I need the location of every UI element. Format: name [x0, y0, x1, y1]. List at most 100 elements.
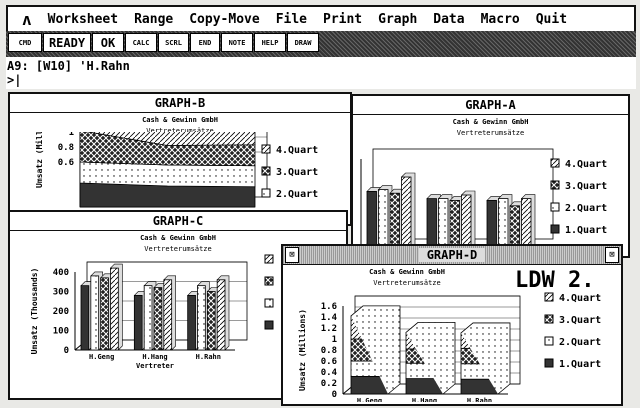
legend-swatch — [264, 298, 274, 308]
bar-1.Quart — [187, 295, 196, 351]
app-logo-icon[interactable]: ʌ — [22, 9, 32, 29]
graph-b-window[interactable]: GRAPH-B Cash & Gewinn GmbH Vertreterumsä… — [8, 92, 352, 226]
bar-4.Quart — [110, 267, 119, 351]
window-title-bar[interactable]: GRAPH-D — [283, 246, 621, 265]
chart-subtitle: Vertreterumsätze — [373, 279, 441, 287]
legend-swatch — [544, 292, 554, 302]
y-tick-label: 0 — [332, 390, 337, 400]
cell-address-line: A9: [W10] 'H.Rahn — [7, 59, 130, 73]
y-tick-label: 0.6 — [58, 158, 74, 168]
cmd-button[interactable]: CMD — [8, 33, 42, 52]
y-tick-label: 200 — [53, 307, 69, 317]
bar-3.Quart — [206, 291, 216, 351]
window-title: GRAPH-D — [418, 248, 486, 262]
menu-print[interactable]: Print — [323, 11, 363, 27]
y-tick-label: 300 — [53, 288, 69, 298]
chart-title: Cash & Gewinn GmbH — [142, 116, 218, 124]
y-tick-label: 0.2 — [321, 379, 337, 389]
menu-worksheet[interactable]: Worksheet — [47, 11, 119, 27]
window-title[interactable]: GRAPH-C — [10, 212, 346, 231]
bar-2.Quart — [378, 189, 389, 250]
bar-2.Quart — [143, 285, 153, 351]
y-axis-label: Umsatz (Thousands) — [30, 268, 39, 355]
legend-swatch — [550, 224, 560, 234]
menu-data[interactable]: Data — [433, 11, 465, 27]
chart-title: Cash & Gewinn GmbH — [452, 118, 529, 126]
legend-label: 1.Quart — [559, 359, 601, 370]
scrl-button[interactable]: SCRL — [158, 33, 189, 52]
calc-button[interactable]: CALC — [125, 33, 157, 52]
bar-4.Quart — [461, 194, 472, 250]
y-tick-label: 0.8 — [58, 143, 74, 153]
bar-3.Quart — [153, 287, 163, 351]
legend-label: 4.Quart — [559, 293, 601, 304]
chart-subtitle: Vertreterumsätze — [144, 245, 212, 253]
legend-label: 3.Quart — [565, 181, 607, 192]
chart-title: Cash & Gewinn GmbH — [369, 268, 445, 276]
legend-swatch — [550, 202, 560, 212]
y-tick-label: 1.6 — [321, 302, 337, 312]
bar-1.Quart — [486, 200, 497, 250]
help-button[interactable]: HELP — [254, 33, 286, 52]
close-box-icon[interactable]: ⊠ — [285, 247, 299, 263]
menu-copy-move[interactable]: Copy-Move — [189, 11, 260, 27]
menu-graph[interactable]: Graph — [378, 11, 418, 27]
bar-2.Quart — [498, 198, 509, 250]
legend-label: 3.Quart — [559, 315, 601, 326]
legend-label: 2.Quart — [559, 337, 601, 348]
menu-macro[interactable]: Macro — [480, 11, 520, 27]
x-tick-label: H.Hang — [142, 353, 167, 361]
window-title[interactable]: GRAPH-A — [353, 96, 628, 115]
bar-3d-side — [460, 322, 511, 395]
y-tick-label: 0.6 — [321, 357, 337, 367]
legend-label: 2.Quart — [565, 203, 607, 214]
graph-d-window[interactable]: GRAPH-D ⊠ ⊠ Cash & Gewinn GmbH Vertreter… — [281, 244, 623, 406]
y-tick-label: 1 — [69, 132, 74, 138]
ok-button[interactable]: OK — [92, 33, 124, 52]
window-title[interactable]: GRAPH-B — [10, 94, 350, 113]
legend-label: 4.Quart — [565, 159, 607, 170]
legend-swatch — [264, 320, 274, 330]
menu-quit[interactable]: Quit — [535, 11, 568, 27]
bar-1.Quart — [366, 191, 377, 250]
bar-3d-side — [350, 305, 401, 395]
bar-2.Quart — [438, 198, 449, 250]
legend-swatch — [264, 276, 274, 286]
cell-input-area[interactable]: A9: [W10] 'H.Rahn >| — [6, 57, 636, 89]
y-tick-label: 1 — [332, 335, 337, 345]
x-tick-label: H.Geng — [357, 397, 382, 402]
legend-swatch — [544, 358, 554, 368]
y-tick-label: 0 — [64, 346, 69, 356]
y-tick-label: 0.8 — [321, 346, 337, 356]
ldw-overlay-label: LDW 2. — [515, 268, 595, 293]
chart-subtitle: Vertreterumsätze — [146, 127, 214, 135]
y-tick-label: 0.4 — [321, 368, 338, 378]
graph-a-chart: 4.Quart 3.Quart 2.Quart 1.Quart — [360, 148, 607, 250]
bar-3.Quart — [389, 192, 400, 250]
graph-a-window[interactable]: GRAPH-A Cash & Gewinn GmbH Vertreterumsä… — [351, 94, 630, 258]
end-button[interactable]: END — [190, 33, 220, 52]
legend-swatch — [264, 254, 274, 264]
bar-2.Quart — [197, 285, 206, 351]
x-tick-label: H.Geng — [89, 353, 114, 361]
bar-4.Quart — [401, 176, 412, 250]
menu-range[interactable]: Range — [134, 11, 174, 27]
draw-button[interactable]: DRAW — [287, 33, 319, 52]
ready-indicator: READY — [43, 33, 91, 52]
menu-file[interactable]: File — [275, 11, 307, 27]
x-axis-label: Vertreter — [136, 362, 174, 370]
legend-swatch — [261, 144, 271, 154]
legend-label: 2.Quart — [276, 189, 318, 200]
bar-4.Quart — [521, 198, 532, 250]
note-button[interactable]: NOTE — [221, 33, 253, 52]
bar-3d-side — [405, 322, 456, 395]
x-tick-label: H.Rahn — [196, 353, 221, 361]
legend-label: 1.Quart — [565, 225, 607, 236]
y-tick-label: 100 — [53, 327, 69, 337]
x-tick-label: H.Hang — [412, 397, 437, 402]
cell-input[interactable]: >| — [7, 73, 22, 87]
zoom-box-icon[interactable]: ⊠ — [605, 247, 619, 263]
